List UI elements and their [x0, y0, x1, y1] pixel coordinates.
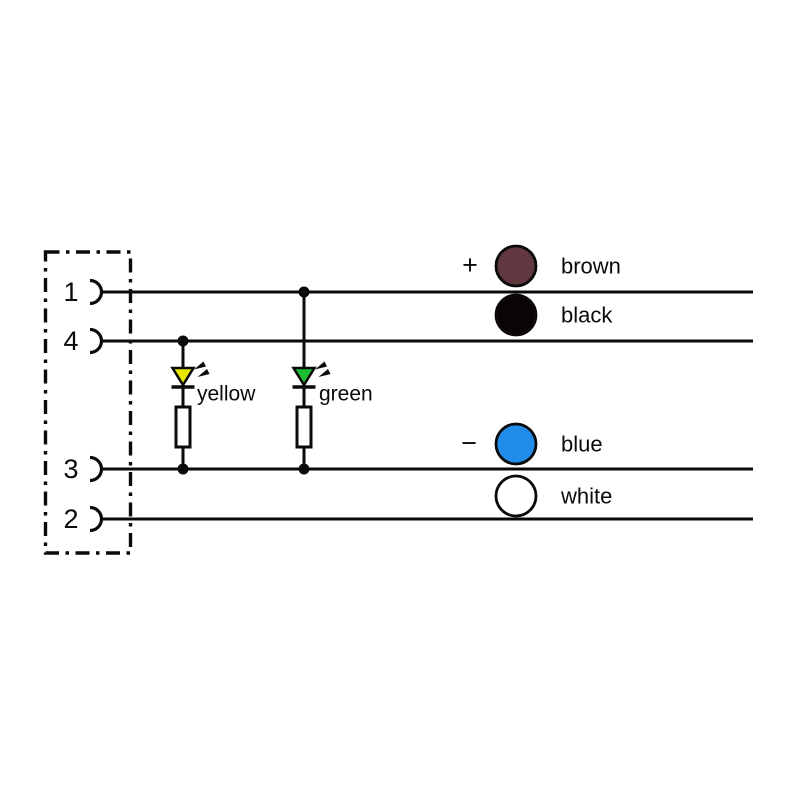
- led-branch-yellow: yellow: [170, 335, 256, 475]
- junction-dot: [177, 335, 189, 347]
- wire-color-dot-brown: [494, 244, 538, 288]
- led-branch-green: green: [291, 286, 373, 475]
- pin-1: 1: [63, 277, 104, 307]
- resistor-body: [295, 405, 313, 449]
- wire-color-dot-white: [494, 474, 538, 518]
- wire-color-label-black: black: [561, 303, 613, 328]
- resistor-body: [174, 405, 192, 449]
- pin-3: 3: [63, 454, 104, 484]
- junction-dot: [298, 463, 310, 475]
- wire-color-white: white: [494, 474, 612, 518]
- led-emission-arrow-icon: [318, 369, 331, 377]
- pin-3-number: 3: [63, 454, 78, 484]
- wire-color-label-brown: brown: [561, 254, 621, 279]
- wire-color-legend: + brown black − blue white: [461, 244, 621, 518]
- wire-color-dot-black: [494, 293, 538, 337]
- pin-2-number: 2: [63, 504, 78, 534]
- wire-color-black: black: [494, 293, 613, 337]
- pin-contact-icon: [89, 505, 104, 533]
- pin-1-number: 1: [63, 277, 78, 307]
- pin-contact-icon: [89, 278, 104, 306]
- pin-contact-icon: [89, 455, 104, 483]
- wire-color-brown: + brown: [462, 244, 621, 288]
- connector: 1 4 3 2: [43, 250, 133, 555]
- connector-outline: [43, 250, 133, 555]
- pin-4-number: 4: [63, 326, 78, 356]
- led-emission-arrow-icon: [197, 369, 210, 377]
- polarity-minus-sign: −: [461, 428, 477, 458]
- polarity-plus-sign: +: [462, 250, 478, 280]
- conductors: [101, 290, 753, 521]
- wire-color-blue: − blue: [461, 422, 603, 466]
- led-label-yellow: yellow: [197, 383, 256, 406]
- led-label-green: green: [319, 383, 373, 406]
- wire-color-label-blue: blue: [561, 432, 603, 457]
- junction-dot: [177, 463, 189, 475]
- led-emission-arrow-icon: [315, 361, 327, 370]
- pin-contact-icon: [89, 327, 104, 355]
- wire-color-label-white: white: [560, 484, 612, 509]
- wire-color-dot-blue: [494, 422, 538, 466]
- led-emission-arrow-icon: [194, 361, 206, 370]
- pin-2: 2: [63, 504, 104, 534]
- pin-4: 4: [63, 326, 104, 356]
- junction-dot: [298, 286, 310, 298]
- led-diode-icon: [291, 366, 317, 388]
- led-diode-icon: [170, 366, 196, 388]
